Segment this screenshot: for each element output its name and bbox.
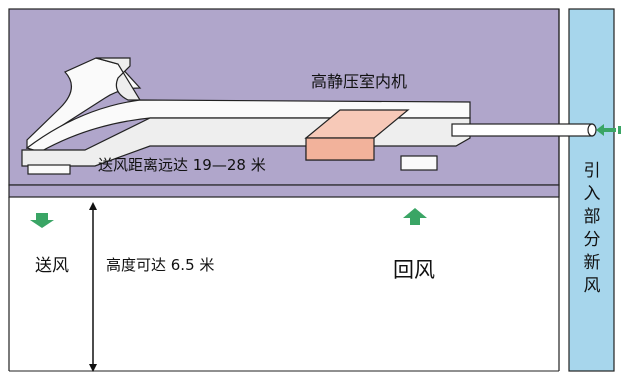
pipe-end: [587, 123, 597, 137]
return-arrow-icon: [403, 208, 427, 225]
supply-air-label: 送风: [35, 256, 69, 276]
duct-foot-right: [400, 155, 438, 171]
fresh-air-panel: [568, 8, 615, 372]
supply-arrow-icon: [30, 213, 54, 228]
height-label: 高度可达 6.5 米: [106, 256, 215, 274]
throw-distance-label: 送风距离远达 19—28 米: [98, 156, 266, 174]
duct-branch-side: [95, 57, 142, 101]
height-arrow-bottom-icon: [89, 364, 97, 372]
fresh-air-arrow-tail: [618, 126, 621, 134]
fresh-air-pipe: [451, 123, 593, 137]
indoor-unit: [305, 137, 375, 161]
return-air-label: 回风: [393, 258, 435, 282]
fresh-air-label: 引入部分新风: [583, 161, 601, 296]
indoor-unit-label: 高静压室内机: [311, 72, 408, 91]
fresh-air-arrow-icon: [596, 124, 616, 136]
height-arrow-top-icon: [89, 202, 97, 210]
duct-foot-left: [27, 164, 71, 175]
ceiling-board: [8, 184, 560, 198]
